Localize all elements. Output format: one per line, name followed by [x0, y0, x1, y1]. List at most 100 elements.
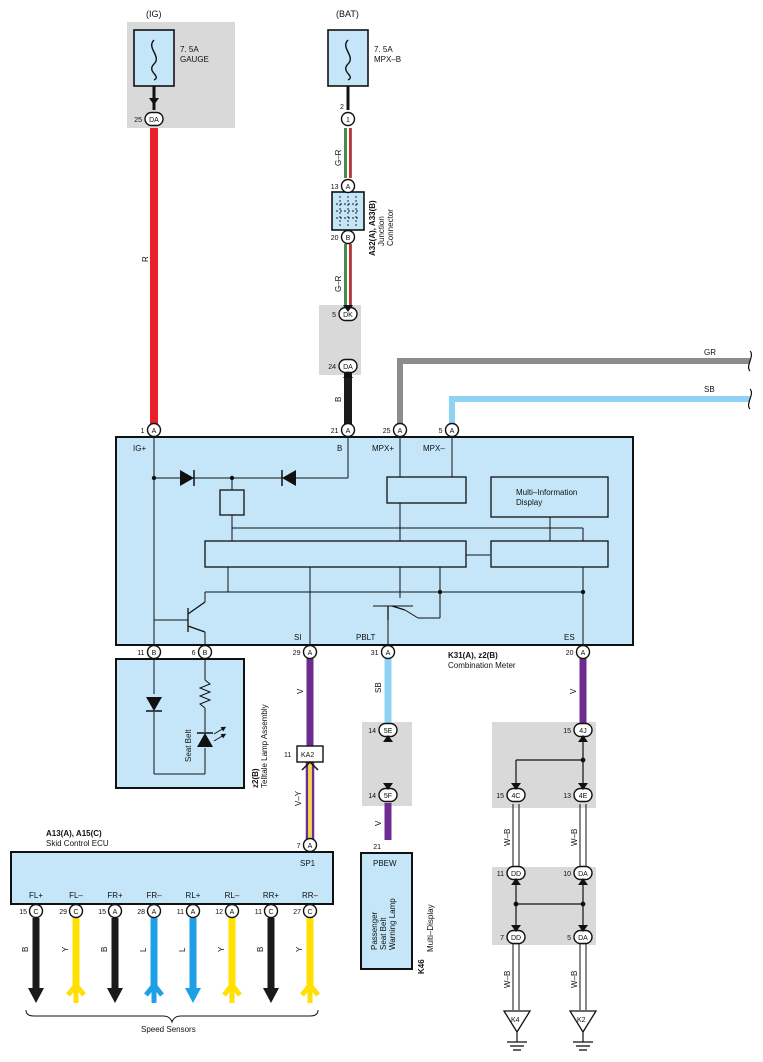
arrow-down-icon	[149, 98, 159, 105]
sensor-term: RR+	[263, 891, 280, 900]
sensor-conn: A	[113, 909, 118, 916]
sensor-wire-label: B	[256, 947, 265, 952]
md-l3: Warning Lamp	[388, 898, 397, 950]
bat-fuse-amp: 7. 5A	[374, 45, 393, 54]
telltale-code: z2(B)	[251, 768, 260, 788]
pin-conn-jdd1: DD	[511, 871, 521, 878]
arrow-up-icon	[578, 878, 588, 885]
meter-term-es: ES	[564, 633, 575, 642]
wire-label-b: B	[334, 397, 343, 402]
arrow-down-icon	[511, 925, 521, 932]
sensor-conn: C	[33, 909, 38, 916]
md-name: Multi–Display	[426, 904, 435, 952]
meter-term-pblt: PBLT	[356, 633, 376, 642]
pin-conn-m20: A	[581, 650, 586, 657]
arrow-up-icon	[578, 735, 588, 742]
connector-pin-jc_bot: B20	[331, 229, 356, 245]
diode-icon	[281, 470, 296, 486]
wire-label-r: R	[141, 256, 150, 262]
wire-break-symbols	[747, 350, 753, 410]
pin-conn-j4j: 4J	[579, 728, 586, 735]
connector-pin-bat_fuse: 12	[340, 104, 356, 127]
pbew-pin-num: 21	[373, 844, 381, 851]
speed-sensors-label: Speed Sensors	[141, 1025, 196, 1034]
connector-pin-m31: A31	[371, 644, 396, 660]
md-l2: Seat Belt	[379, 917, 388, 950]
ka2-num: 11	[284, 752, 291, 759]
pin-conn-jda1: DA	[578, 871, 588, 878]
wire-label-gr2: G–R	[334, 275, 343, 292]
arrow-down-icon	[28, 988, 44, 1003]
pin-conn-bat_fuse: 1	[346, 117, 350, 124]
pin-num-bat_fuse: 2	[340, 104, 344, 111]
ig-fuse-amp: 7. 5A	[180, 45, 199, 54]
ig-label: (IG)	[146, 9, 162, 19]
arrow-down-icon	[343, 305, 353, 312]
sensor-term: FL–	[69, 891, 83, 900]
combination-meter: Multi–Information Display IG+ B MPX+ MPX…	[115, 436, 634, 670]
telltale-lamp-assembly: Seat Belt z2(B) Telltale Lamp Assembly	[115, 658, 269, 789]
pin-num-jda1: 10	[563, 871, 571, 878]
sensor-pin-num: 15	[19, 909, 27, 916]
fuse-bat: (BAT) 7. 5A MPX–B	[327, 9, 401, 87]
sensor-term: RL–	[225, 891, 240, 900]
arrow-up-icon	[383, 735, 393, 742]
pin-num-j4c: 15	[496, 793, 504, 800]
meter-term-si: SI	[294, 633, 302, 642]
arrow-down-icon	[383, 783, 393, 790]
wire-labels: R G–R G–R B GR SB V V–Y SB V V W–B W–B W…	[141, 149, 716, 988]
arrow-up-icon	[511, 878, 521, 885]
pin-conn-jc_top: A	[346, 184, 351, 191]
pin-conn-jdd2: DD	[511, 935, 521, 942]
wire-label-gr: GR	[704, 348, 716, 357]
arrow-down-icon	[578, 925, 588, 932]
connector-pin-m_b: A21	[331, 422, 356, 438]
sensor-wire-label: B	[100, 947, 109, 952]
connector-pin-jda2: DA5	[567, 929, 593, 945]
connector-pin-sp1: A7	[297, 837, 318, 853]
wire-label-wb2: W–B	[570, 829, 579, 846]
sensor-wire-label: Y	[217, 946, 226, 952]
ground-k2: K2	[568, 1010, 598, 1051]
meter-code: K31(A), z2(B)	[448, 651, 498, 660]
sensor-pin-num: 15	[98, 909, 106, 916]
sensor-pin-num: 29	[59, 909, 67, 916]
meter-term-b: B	[337, 444, 342, 453]
pin-num-m31: 31	[371, 650, 379, 657]
ka2-connector: KA2 11	[284, 745, 324, 771]
pin-conn-j4e: 4E	[579, 793, 588, 800]
pin-conn-m_igp: A	[152, 428, 157, 435]
sensor-term: RR–	[302, 891, 319, 900]
connector-pin-jc_top: A 13	[331, 178, 356, 194]
pin-num-jc_bot: 20	[331, 235, 339, 242]
meter-mid-line1: Multi–Information	[516, 488, 577, 497]
pin-num-m_mpxm: 5	[439, 428, 443, 435]
connector-pin-jdd2: DD7	[500, 929, 526, 945]
bat-fuse-name: MPX–B	[374, 55, 401, 64]
arrow-down-icon	[578, 783, 588, 790]
telltale-lamp-label: Seat Belt	[184, 729, 193, 762]
pin-num-m29: 29	[293, 650, 301, 657]
wire-label-wb3: W–B	[503, 971, 512, 988]
multi-display: PBEW Passenger Seat Belt Warning Lamp K4…	[360, 852, 435, 974]
connector-pin-m_igp: A1	[141, 422, 162, 438]
meter-term-mpxm: MPX–	[423, 444, 445, 453]
skid-code: A13(A), A15(C)	[46, 829, 102, 838]
relay-icon	[219, 489, 245, 516]
md-code: K46	[417, 959, 426, 974]
arrow-down-icon	[107, 988, 123, 1003]
sensor-pin-num: 28	[137, 909, 145, 916]
connector-pin-m6: B6	[192, 644, 213, 660]
pin-num-jda2: 5	[567, 935, 571, 942]
pin-num-m_mpxp: 25	[383, 428, 391, 435]
pin-num-jc_top: 13	[331, 184, 339, 191]
sensor-wire-label: Y	[61, 946, 70, 952]
